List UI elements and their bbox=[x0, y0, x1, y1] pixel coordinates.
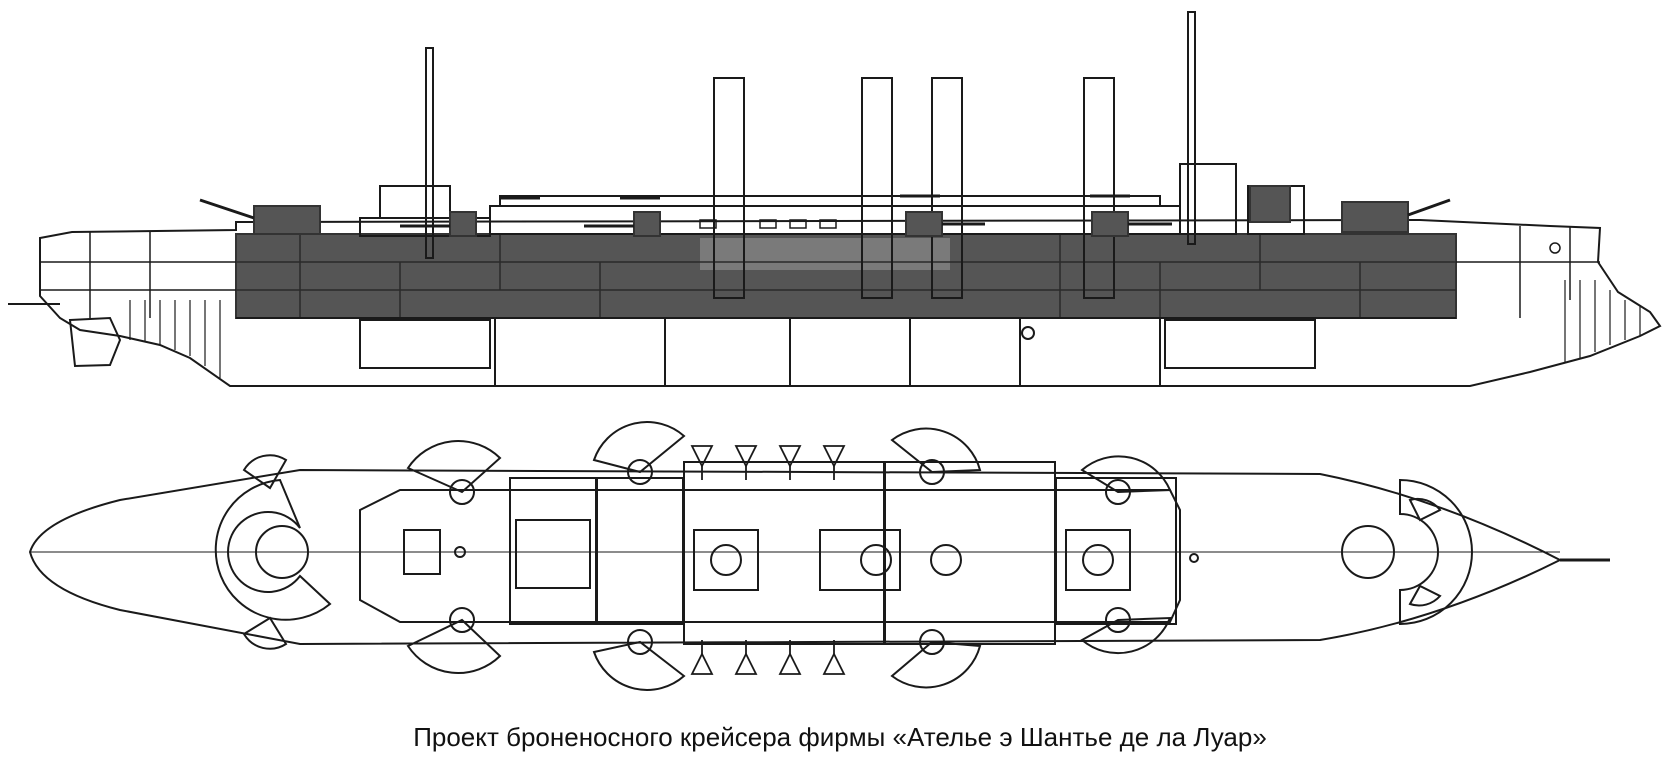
secondary-turret-arcs bbox=[406, 421, 1172, 691]
funnel-2 bbox=[861, 77, 893, 299]
mast-fore bbox=[1187, 11, 1196, 245]
funnel-openings bbox=[454, 529, 1199, 591]
funnel-4 bbox=[1083, 77, 1115, 299]
side-elevation bbox=[8, 11, 1662, 387]
end-panels bbox=[40, 226, 1600, 318]
lower-hull bbox=[236, 317, 1456, 386]
secondary-turret-4 bbox=[1091, 211, 1129, 237]
secondary-turret-1 bbox=[449, 211, 477, 237]
belt-lines bbox=[236, 234, 1456, 318]
secondary-turret-3 bbox=[905, 211, 943, 237]
ship-drawing bbox=[8, 11, 1662, 691]
funnel-3 bbox=[931, 77, 963, 299]
stern-skeg bbox=[68, 316, 122, 368]
turret-aft bbox=[253, 205, 321, 235]
belt-light-panel bbox=[700, 238, 950, 270]
deck-windows bbox=[699, 219, 837, 229]
funnels bbox=[713, 77, 1115, 299]
main-turrets bbox=[253, 185, 1409, 237]
end-fans bbox=[242, 454, 1442, 650]
deck-outline bbox=[28, 468, 1563, 646]
deck-plan bbox=[28, 421, 1610, 691]
davit-fans bbox=[690, 445, 846, 675]
turret-fore bbox=[1341, 201, 1409, 233]
porthole bbox=[1021, 326, 1035, 340]
hull-hatching bbox=[129, 280, 1641, 378]
mast-aft bbox=[425, 47, 434, 259]
drawing-caption: Проект броненосного крейсера фирмы «Ател… bbox=[413, 722, 1267, 752]
gun-barrels bbox=[199, 194, 1451, 228]
masts bbox=[425, 11, 1196, 259]
secondary-turret-2 bbox=[633, 211, 661, 237]
bridge-block bbox=[1249, 185, 1291, 223]
deck-superstructure bbox=[359, 461, 1181, 645]
funnel-1 bbox=[713, 77, 745, 299]
main-turret-arcs bbox=[214, 478, 1473, 626]
